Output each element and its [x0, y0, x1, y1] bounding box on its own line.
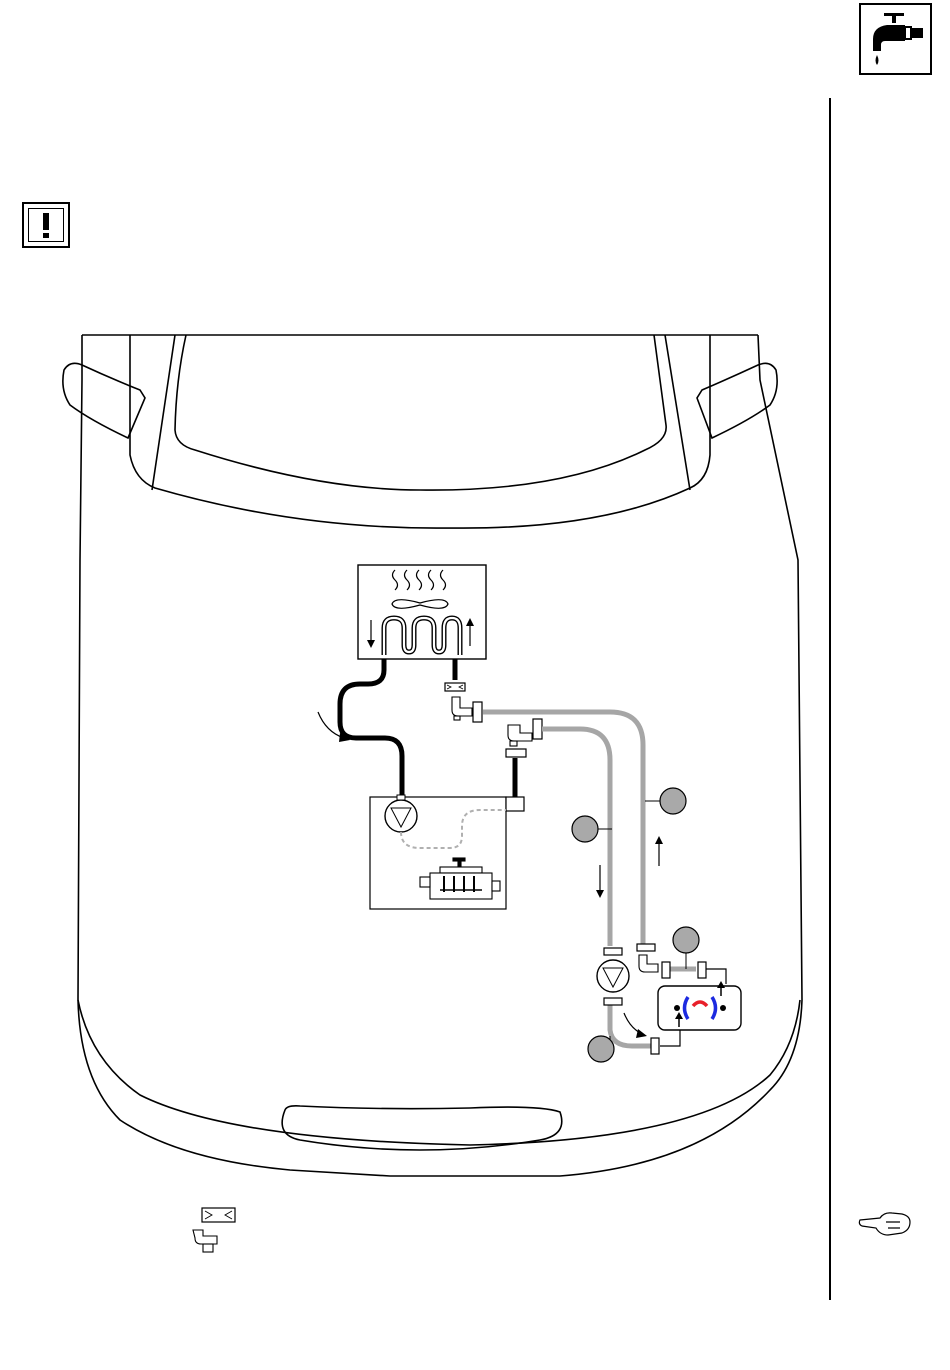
hose-clamp-icon [506, 749, 526, 757]
hose-clamp-icon [637, 944, 655, 951]
aux-heater-outlet-pipe [706, 969, 726, 984]
engine [370, 795, 524, 909]
hose-clamp-icon [604, 948, 622, 955]
hose-clamp-icon [698, 962, 706, 978]
legend [193, 1208, 235, 1252]
callout-4 [588, 1036, 614, 1062]
auxiliary-hose-return [483, 712, 643, 945]
hose-clamp-icon [445, 683, 465, 691]
car-body-outline [63, 335, 802, 1176]
flow-arrow-down-icon [596, 865, 604, 898]
elbow-connector-icon [193, 1230, 217, 1252]
elbow-connector-icon [639, 955, 658, 972]
hose-clamp-icon [473, 702, 482, 722]
flow-arrow-curved-icon [318, 712, 350, 742]
aux-heater-inlet-pipe [660, 1030, 680, 1046]
elbow-connector-icon [508, 725, 532, 746]
pointing-hand-icon [859, 1213, 910, 1235]
hose-clamp-icon [651, 1038, 659, 1054]
elbow-connector-icon [452, 697, 472, 720]
callout-2 [645, 788, 686, 814]
hose-clamp-icon [604, 998, 622, 1005]
coolant-hose-supply [340, 659, 402, 795]
heater-matrix [358, 565, 486, 659]
hose-clamp-icon [202, 1208, 235, 1222]
flow-arrow-curved-icon [624, 1013, 647, 1038]
hose-clamp-icon [662, 962, 670, 978]
auxiliary-heater [658, 981, 741, 1030]
callout-3 [673, 927, 699, 969]
flow-arrow-up-icon [655, 836, 663, 866]
auxiliary-pump [597, 948, 629, 1005]
callout-1 [572, 816, 612, 842]
hose-clamp-icon [533, 719, 542, 739]
